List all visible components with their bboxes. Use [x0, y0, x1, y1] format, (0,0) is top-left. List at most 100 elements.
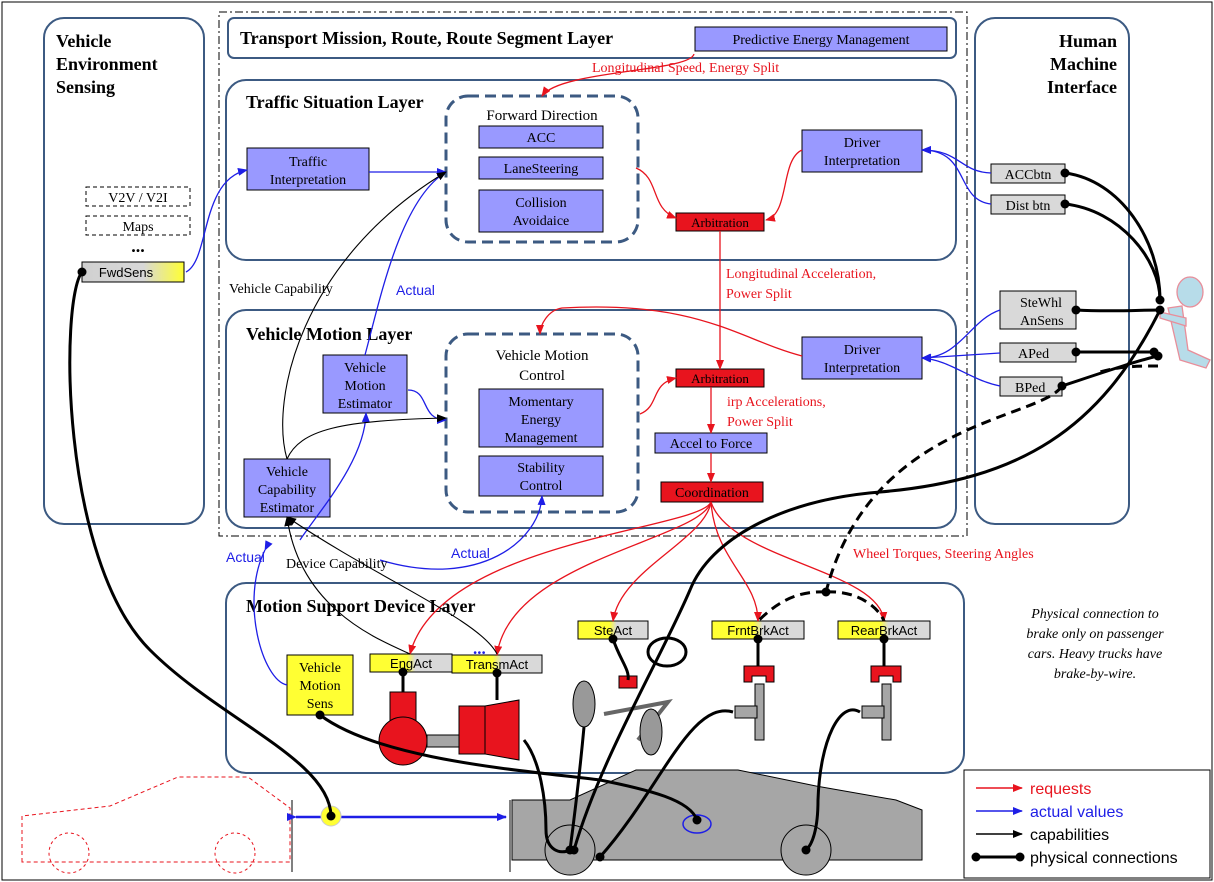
- forward-direction-label: Forward Direction: [486, 108, 598, 124]
- lanesteering-block: [478, 156, 604, 180]
- frntbrk-label: FrntBrkAct: [727, 623, 789, 638]
- legend-actual-label: actual values: [1030, 804, 1123, 821]
- note-line-1: Physical connection to: [1030, 607, 1159, 622]
- driver-interp-top-block: [801, 129, 923, 173]
- momentary-label-1: Momentary: [508, 395, 573, 410]
- device-dots: ...: [473, 639, 486, 658]
- accbtn-label: ACCbtn: [1005, 168, 1052, 183]
- functional-boundary: [218, 11, 968, 537]
- stability-label-2: Control: [520, 479, 563, 494]
- stewhl-label-2: AnSens: [1020, 314, 1064, 329]
- steact-label: SteAct: [594, 623, 633, 638]
- request-arrows: [408, 53, 888, 656]
- v2v-block: [85, 186, 191, 207]
- accel-to-force-label: Accel to Force: [670, 437, 752, 452]
- pem-label: Predictive Energy Management: [732, 33, 909, 48]
- collision-block: [478, 189, 604, 233]
- vc-estimator-label-1: Vehicle: [266, 465, 308, 480]
- rearbrk-label: RearBrkAct: [851, 623, 918, 638]
- acc-block: [478, 125, 604, 149]
- v2v-label: V2V / V2I: [108, 191, 168, 206]
- vm-sens-label-2: Motion: [299, 679, 340, 694]
- long-accel-label-1: Longitudinal Acceleration,: [726, 267, 876, 282]
- device-capability-label: Device Capability: [286, 557, 387, 572]
- passenger-brake-connection: [756, 364, 1159, 623]
- momentary-block: [478, 388, 604, 448]
- momentary-label-3: Management: [504, 431, 577, 446]
- hmi-title-2: Machine: [1050, 54, 1117, 74]
- legend-capabilities-label: capabilities: [1030, 827, 1109, 844]
- actual-label-2: Actual: [226, 549, 265, 565]
- arbitration-top-label: Arbitration: [691, 215, 749, 230]
- mission-layer-title: Transport Mission, Route, Route Segment …: [240, 28, 613, 48]
- fwdsens-label: FwdSens: [99, 265, 154, 280]
- maps-block: [85, 215, 191, 236]
- vm-estimator-block: [322, 354, 408, 414]
- vm-estimator-label-1: Vehicle: [344, 361, 386, 376]
- irp-accel-label-2: Power Split: [727, 415, 793, 430]
- front-brake-shape: [734, 665, 775, 741]
- stability-label-1: Stability: [517, 461, 564, 476]
- driver-interp-top-label-2: Interpretation: [824, 154, 900, 169]
- hmi-title-1: Human: [1059, 31, 1117, 51]
- sensors-ellipsis: ...: [131, 236, 145, 256]
- driver-figure: [1159, 276, 1211, 369]
- mission-layer-panel: Transport Mission, Route, Route Segment …: [227, 17, 957, 59]
- distbtn-label: Dist btn: [1006, 199, 1051, 214]
- note-line-4: brake-by-wire.: [1054, 667, 1136, 682]
- vm-estimator-label-3: Estimator: [338, 397, 393, 412]
- pem-block: [694, 26, 948, 52]
- legend-physical-label: physical connections: [1030, 850, 1178, 867]
- stewhl-label-1: SteWhl: [1020, 296, 1062, 311]
- hmi-panel: Human Machine Interface: [974, 17, 1130, 525]
- vc-estimator-label-3: Estimator: [260, 501, 315, 516]
- engact-label: EngAct: [390, 656, 432, 671]
- wheel-torques-label: Wheel Torques, Steering Angles: [853, 547, 1034, 562]
- traffic-interp-block: [246, 147, 370, 191]
- transmact-label: TransmAct: [466, 657, 529, 672]
- env-sensing-title-2: Environment: [56, 54, 158, 74]
- irp-accel-label-1: irp Accelerations,: [727, 395, 826, 410]
- driver-interp-mid-block: [801, 336, 923, 380]
- collision-label-2: Avoidaice: [513, 214, 570, 229]
- acc-label: ACC: [527, 131, 556, 146]
- lanesteering-label: LaneSteering: [504, 162, 579, 177]
- hmi-title-3: Interface: [1047, 77, 1117, 97]
- lead-car-outline: [21, 776, 291, 874]
- vm-sens-label-3: Sens: [307, 697, 333, 712]
- driver-interp-top-label-1: Driver: [844, 136, 881, 151]
- arbitration-mid-label: Arbitration: [691, 371, 749, 386]
- note-line-2: brake only on passenger: [1026, 627, 1164, 642]
- traffic-interp-label-1: Traffic: [289, 155, 327, 170]
- motion-layer-title: Vehicle Motion Layer: [246, 324, 412, 344]
- vm-control-label-2: Control: [519, 368, 565, 384]
- long-accel-label-2: Power Split: [726, 287, 792, 302]
- collision-label-1: Collision: [515, 196, 566, 211]
- aped-label: APed: [1018, 347, 1049, 362]
- long-speed-label: Longitudinal Speed, Energy Split: [592, 61, 779, 76]
- legend: requests actual values capabilities phys…: [963, 769, 1211, 879]
- legend-requests-label: requests: [1030, 781, 1091, 798]
- driver-interp-mid-label-1: Driver: [844, 343, 881, 358]
- actual-label-3: Actual: [451, 545, 490, 561]
- actual-label-1: Actual: [396, 282, 435, 298]
- traffic-interp-label-2: Interpretation: [270, 173, 346, 188]
- physical-connections: [68, 168, 1165, 862]
- momentary-label-2: Energy: [521, 413, 561, 428]
- bped-label: BPed: [1015, 381, 1045, 396]
- env-sensing-title-3: Sensing: [56, 77, 115, 97]
- traffic-layer-title: Traffic Situation Layer: [246, 92, 424, 112]
- vehicle-capability-label: Vehicle Capability: [229, 282, 333, 297]
- env-sensing-title-1: Vehicle: [56, 31, 111, 51]
- coordination-label: Coordination: [675, 486, 749, 501]
- vm-sens-label-1: Vehicle: [299, 661, 341, 676]
- vc-estimator-label-2: Capability: [258, 483, 316, 498]
- maps-label: Maps: [122, 220, 153, 235]
- rear-brake-shape: [861, 665, 902, 741]
- note-line-3: cars. Heavy trucks have: [1028, 647, 1163, 662]
- driver-interp-mid-label-2: Interpretation: [824, 361, 900, 376]
- vm-estimator-label-2: Motion: [344, 379, 385, 394]
- vm-control-label-1: Vehicle Motion: [496, 348, 589, 364]
